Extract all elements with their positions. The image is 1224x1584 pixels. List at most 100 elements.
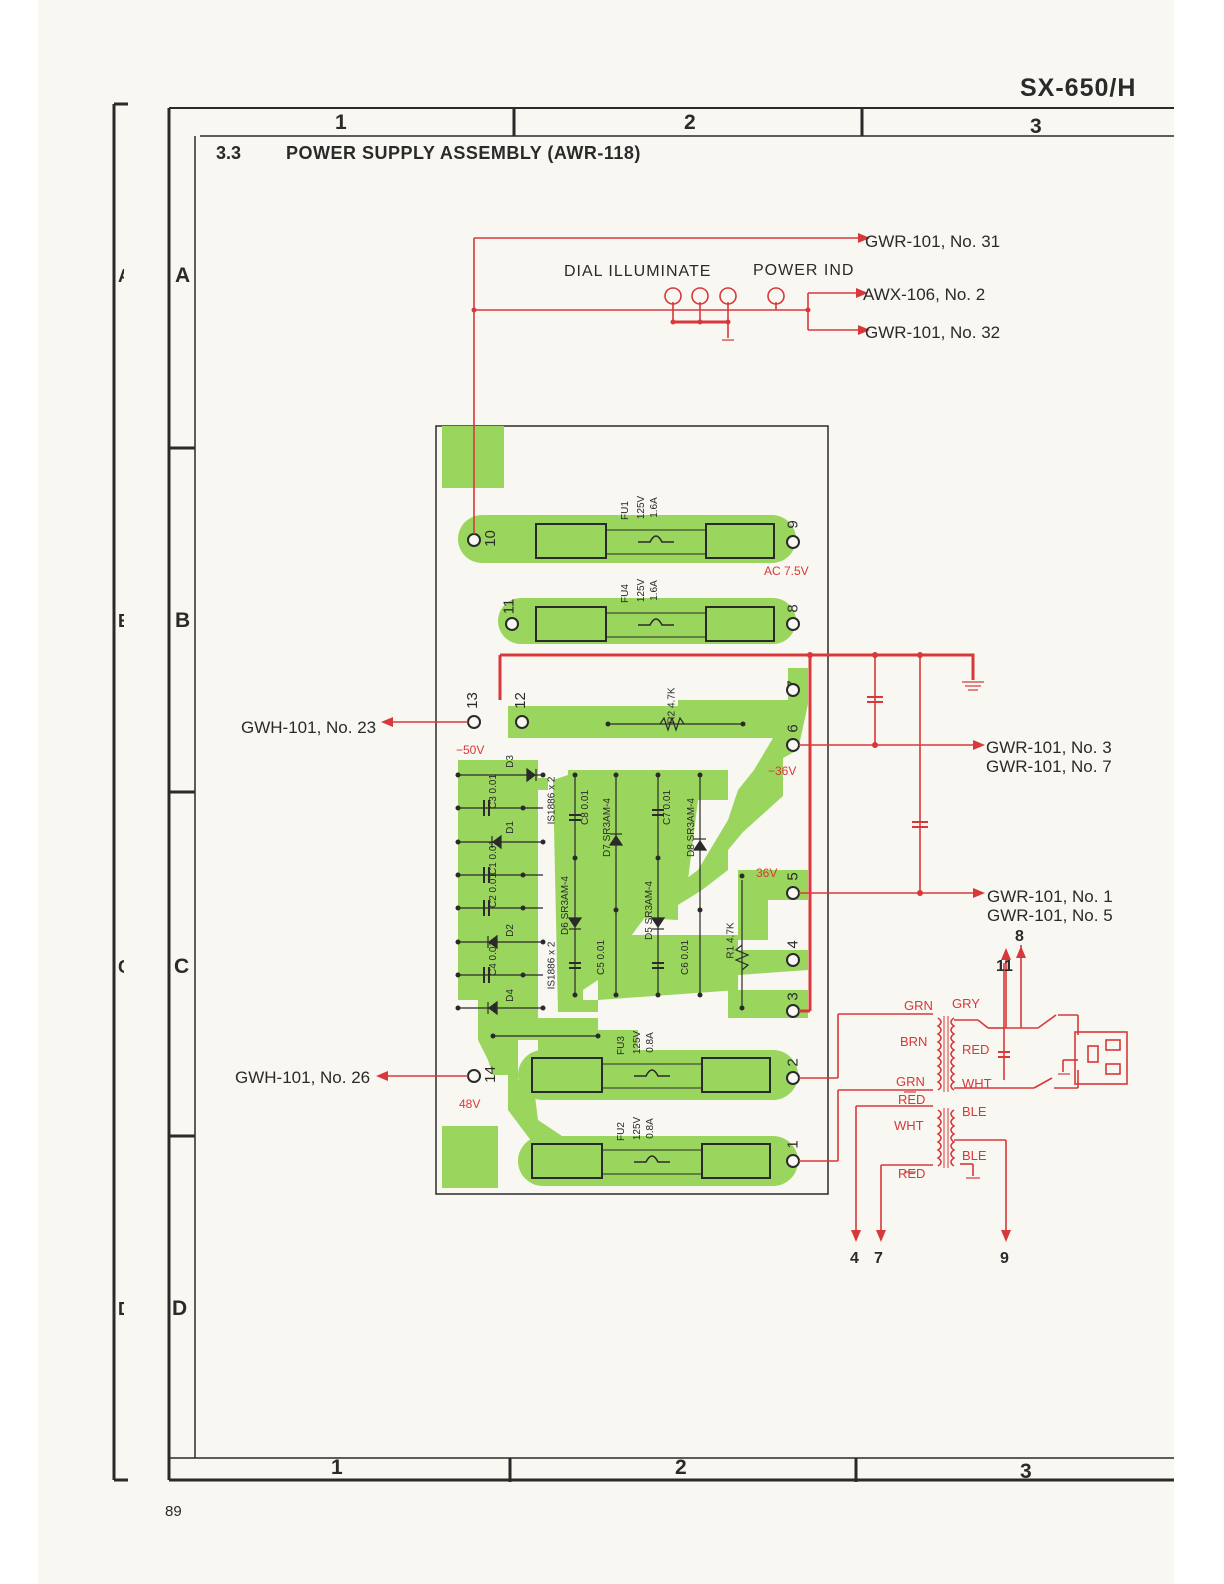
terminal-9: 9 bbox=[784, 520, 802, 529]
conn-gwr-31: GWR-101, No. 31 bbox=[865, 232, 1001, 251]
label-d8: D8 SR3AM-4 bbox=[685, 798, 697, 857]
terminal-1: 1 bbox=[784, 1140, 802, 1149]
output-7: 7 bbox=[874, 1250, 883, 1267]
margin-letter-d: D bbox=[118, 1299, 124, 1320]
wire-red-3: RED bbox=[898, 1166, 926, 1181]
wire-brn: BRN bbox=[900, 1034, 928, 1049]
output-9: 9 bbox=[1000, 1250, 1009, 1267]
terminal-11: 11 bbox=[500, 598, 518, 615]
label-c1: C1 0.01 bbox=[488, 839, 500, 876]
terminal-6: 6 bbox=[784, 724, 802, 733]
conn-gwh-23: GWH-101, No. 23 bbox=[241, 718, 377, 737]
margin-letter-c: C bbox=[118, 957, 124, 978]
label-d6: D6 SR3AM-4 bbox=[559, 876, 571, 935]
terminal-3: 3 bbox=[784, 992, 802, 1001]
page-number: 89 bbox=[165, 1503, 182, 1520]
conn-gwr-7: GWR-101, No. 7 bbox=[986, 757, 1112, 776]
column-label-1-bottom: 1 bbox=[331, 1456, 343, 1479]
label-c3: C3 0.01 bbox=[488, 773, 500, 810]
fuse-fu2-ref: FU2 bbox=[615, 1122, 627, 1141]
fuse-fu4-ref: FU4 bbox=[619, 584, 631, 603]
row-label-c: C bbox=[174, 955, 190, 978]
section-title: POWER SUPPLY ASSEMBLY (AWR-118) bbox=[286, 143, 641, 163]
wire-ble-1: BLE bbox=[962, 1104, 987, 1119]
terminal-8: 8 bbox=[784, 604, 802, 613]
label-d3: D3 bbox=[504, 755, 516, 768]
column-label-2-bottom: 2 bbox=[675, 1456, 687, 1479]
pcb-outline bbox=[435, 425, 829, 1195]
conn-gwr-3: GWR-101, No. 3 bbox=[986, 738, 1112, 757]
small-components bbox=[458, 716, 750, 1016]
row-label-d: D bbox=[172, 1297, 188, 1320]
label-d7: D7 SR3AM-4 bbox=[601, 798, 613, 857]
wire-grn-1: GRN bbox=[904, 998, 933, 1013]
label-power-ind: POWER IND bbox=[753, 262, 855, 279]
copper-traces bbox=[442, 426, 808, 1188]
red-wiring bbox=[388, 237, 1128, 1230]
terminal-5: 5 bbox=[784, 872, 802, 881]
output-11: 11 bbox=[996, 958, 1013, 975]
label-c6: C6 0.01 bbox=[680, 939, 692, 976]
section-number: 3.3 bbox=[216, 143, 242, 163]
label-c4: C4 0.01 bbox=[488, 940, 500, 977]
wire-red-1: RED bbox=[962, 1042, 990, 1057]
grid-frame bbox=[112, 102, 1174, 1482]
ground-symbols bbox=[722, 339, 1070, 1179]
voltage-minus-36v: −36V bbox=[768, 764, 797, 778]
label-c7: C7 0.01 bbox=[662, 789, 674, 826]
circuit-diagram bbox=[376, 233, 1128, 1242]
label-d1: D1 bbox=[504, 821, 516, 834]
conn-gwr-32: GWR-101, No. 32 bbox=[865, 323, 1001, 342]
terminal-13: 13 bbox=[463, 692, 481, 709]
label-dial-illuminate: DIAL ILLUMINATE bbox=[564, 263, 712, 280]
terminal-4: 4 bbox=[784, 940, 802, 949]
output-4: 4 bbox=[850, 1250, 859, 1267]
conn-gwr-1: GWR-101, No. 1 bbox=[987, 887, 1113, 906]
margin-letter-b: B bbox=[118, 611, 124, 632]
terminal-14: 14 bbox=[481, 1066, 499, 1083]
label-r2: R2 4.7K bbox=[666, 687, 678, 724]
terminal-7: 7 bbox=[784, 680, 802, 689]
arrow-8 bbox=[1016, 946, 1026, 958]
label-d4: D4 bbox=[504, 989, 516, 1002]
schematic-page: SX-650/H 1 2 3 1 2 3 A B C D A B C D bbox=[38, 0, 1174, 1584]
wire-wht-2: WHT bbox=[894, 1118, 924, 1133]
fuse-fu3-ref: FU3 bbox=[615, 1036, 627, 1055]
fuse-fu2-current: 0.8A bbox=[644, 1118, 656, 1139]
fuse-fu1-ref: FU1 bbox=[619, 501, 631, 520]
row-label-a: A bbox=[175, 264, 191, 287]
fuse-fu4-current: 1.6A bbox=[648, 580, 660, 601]
voltage-plus-48v: 48V bbox=[459, 1097, 481, 1111]
model-number: SX-650/H bbox=[1020, 74, 1137, 102]
column-label-1-top: 1 bbox=[335, 111, 347, 134]
wire-gry: GRY bbox=[952, 996, 980, 1011]
fuse-fu3-current: 0.8A bbox=[644, 1032, 656, 1053]
label-r1: R1 4.7K bbox=[725, 922, 737, 959]
red-arrows bbox=[376, 233, 1011, 1242]
fuse-bodies bbox=[531, 523, 775, 1179]
label-d5: D5 SR3AM-4 bbox=[643, 881, 655, 940]
label-d2: D2 bbox=[504, 924, 516, 937]
wire-red-2: RED bbox=[898, 1092, 926, 1107]
junction-dots bbox=[455, 721, 746, 1039]
voltage-plus-36v: 36V bbox=[756, 866, 778, 880]
terminal-10: 10 bbox=[481, 530, 499, 547]
conn-gwr-5: GWR-101, No. 5 bbox=[987, 906, 1113, 925]
column-label-3-bottom: 3 bbox=[1020, 1460, 1032, 1483]
wire-wht-1: WHT bbox=[962, 1076, 992, 1091]
fuse-fu1-current: 1.6A bbox=[648, 497, 660, 518]
fuse-fu4-rating: 125V bbox=[636, 578, 648, 603]
voltage-minus-50v: −50V bbox=[456, 743, 485, 757]
fuse-fu2-rating: 125V bbox=[632, 1116, 644, 1141]
terminal-2: 2 bbox=[784, 1058, 802, 1067]
label-c2: C2 0.01 bbox=[488, 872, 500, 909]
wire-ble-2: BLE bbox=[962, 1148, 987, 1163]
terminal-12: 12 bbox=[511, 692, 529, 709]
row-label-b: B bbox=[175, 609, 191, 632]
fuse-fu1-rating: 125V bbox=[636, 495, 648, 520]
conn-awx-2: AWX-106, No. 2 bbox=[863, 285, 986, 304]
conn-gwh-26: GWH-101, No. 26 bbox=[235, 1068, 371, 1087]
voltage-ac-7-5v: AC 7.5V bbox=[764, 564, 809, 578]
column-label-2-top: 2 bbox=[684, 111, 696, 134]
label-is1886-top: IS1886 x 2 bbox=[546, 776, 558, 825]
